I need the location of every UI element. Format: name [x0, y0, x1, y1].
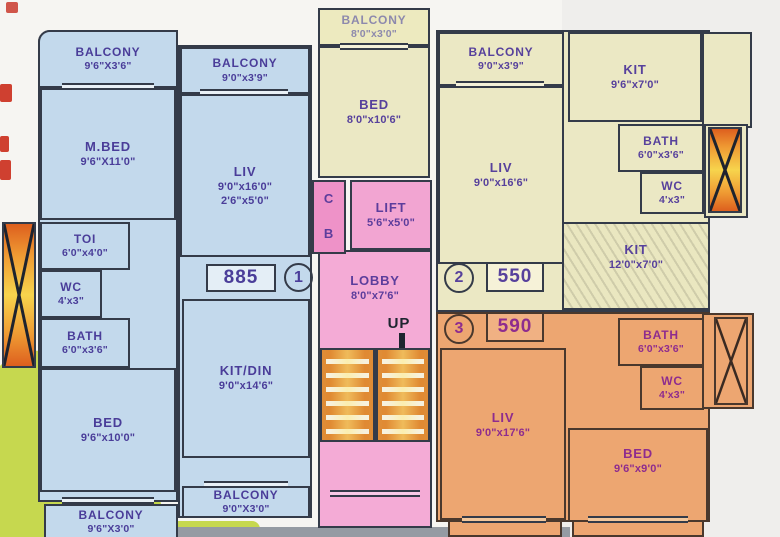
- duct-shaft-icon: [714, 317, 748, 405]
- room-kit2-unit2: KIT 12'0"x7'0": [562, 222, 710, 310]
- room-wc-unit1: WC 4'x3": [40, 270, 102, 318]
- duct-shaft-icon: [2, 222, 36, 368]
- window: [340, 43, 408, 50]
- unit1-number-circle: 1: [284, 263, 313, 292]
- room-bed-unit3: BED 9'6"x9'0": [568, 428, 708, 522]
- window: [588, 516, 688, 523]
- room-master-bed: M.BED 9'6"X11'0": [40, 88, 176, 220]
- room-toi: TOI 6'0"x4'0": [40, 222, 130, 270]
- window: [204, 481, 288, 488]
- room-wc-unit3: WC 4'x3": [640, 366, 704, 410]
- page-edge-mark: [6, 2, 18, 13]
- room-liv-unit1: LIV 9'0"x16'0" 2'6"x5'0": [180, 94, 310, 257]
- room-balcony-top-unit1: BALCONY 9'0"x3'9": [180, 47, 310, 94]
- room-balcony-unit2: BALCONY 9'0"x3'9": [438, 32, 564, 86]
- bottom-gray-band: [170, 527, 570, 537]
- room-bath-unit2: BATH 6'0"x3'6": [618, 124, 704, 172]
- room-balcony-topleft: BALCONY 9'6"X3'6": [38, 30, 178, 88]
- page-edge-mark: [0, 160, 11, 180]
- stair-flight-left: [322, 350, 373, 440]
- unit2-right-extension: [702, 32, 752, 128]
- window: [200, 89, 288, 96]
- unit1-area-plate: 885: [206, 264, 276, 292]
- page-edge-mark: [0, 84, 12, 102]
- room-bed-core: BED 8'0"x10'6": [318, 46, 430, 178]
- room-balcony-bottom-kitdin: BALCONY 9'0"X3'0": [182, 486, 310, 518]
- room-kit-din: KIT/DIN 9'0"x14'6": [182, 299, 310, 458]
- room-bath-unit1: BATH 6'0"x3'6": [40, 318, 130, 368]
- unit3-number-circle: 3: [444, 314, 474, 344]
- page-edge-mark: [0, 136, 9, 152]
- staircase: [320, 348, 430, 442]
- chute-box: C B: [312, 180, 346, 254]
- window: [62, 497, 154, 504]
- unit2-number-circle: 2: [444, 263, 474, 293]
- stair-flight-right: [377, 350, 428, 440]
- unit3-area-plate: 590: [486, 312, 544, 342]
- room-lobby: LOBBY 8'0"x7'6": [350, 272, 400, 302]
- stair-rail: [372, 350, 378, 440]
- up-arrow-icon: [399, 333, 405, 354]
- room-liv-unit2: LIV 9'0"x16'6": [438, 86, 564, 264]
- room-bed-unit1: BED 9'6"x10'0": [40, 368, 176, 492]
- unit2-area-plate: 550: [486, 262, 544, 292]
- window: [456, 81, 544, 88]
- room-balcony-bottom-bed: BALCONY 9'6"X3'0": [44, 504, 178, 537]
- room-kit-unit2: KIT 9'6"x7'0": [568, 32, 702, 122]
- window: [462, 516, 546, 523]
- room-bath-unit3: BATH 6'0"x3'6": [618, 318, 704, 366]
- window: [62, 83, 154, 90]
- room-balcony-core: BALCONY 8'0"x3'0": [318, 8, 430, 46]
- up-label: UP: [387, 315, 411, 332]
- room-liv-unit3: LIV 9'0"x17'6": [440, 348, 566, 520]
- core-railing-window: [330, 490, 420, 497]
- duct-shaft-icon: [708, 127, 742, 213]
- room-wc-unit2: WC 4'x3": [640, 172, 704, 214]
- room-lift: LIFT 5'6"x5'0": [350, 180, 432, 250]
